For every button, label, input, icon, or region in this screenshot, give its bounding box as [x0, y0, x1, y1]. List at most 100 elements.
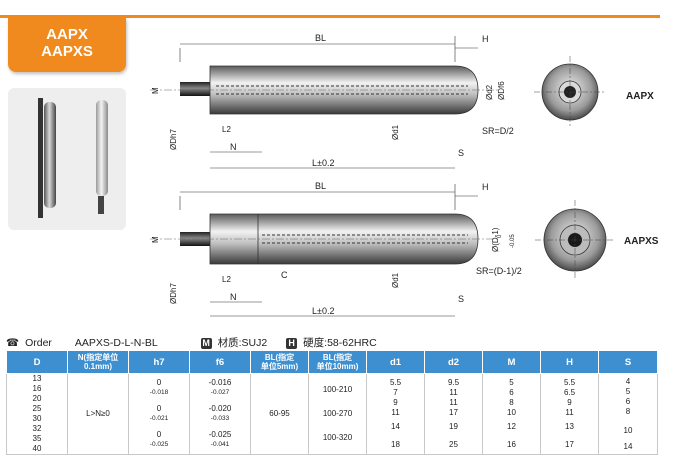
dim-dh7-bottom: ØDh7: [169, 283, 178, 304]
cell-d-40: 40: [32, 444, 42, 453]
cell-d-20: 20: [32, 394, 42, 403]
cell-f6-1-top: -0.016: [208, 378, 232, 387]
phone-icon: ☎: [6, 337, 20, 349]
cell-s: 4 5 6 8 10 14: [598, 373, 658, 455]
product-code-aapx: AAPX: [46, 26, 88, 43]
cell-f6-3-bottom: -0.041: [210, 441, 230, 448]
cell-m-5: 12: [507, 422, 516, 431]
order-code: AAPXS-D-L-N-BL: [74, 337, 158, 349]
material-icon: M: [200, 338, 212, 349]
cell-bl10: 100-210 100-270 100-320: [308, 373, 367, 455]
cell-m-3: 8: [509, 398, 514, 407]
aapx-end-view: AAPX: [534, 56, 654, 128]
view-label-aapxs: AAPXS: [624, 236, 659, 247]
order-label: Order: [25, 337, 52, 349]
cell-d-25: 25: [32, 404, 42, 413]
cell-d1-4: 11: [391, 408, 400, 417]
dim-tol-bottom: -0.05: [510, 234, 516, 248]
dim-l-top: L±0.2: [312, 158, 334, 168]
cell-f6-3-top: -0.025: [208, 430, 232, 439]
cell-s-3: 6: [625, 396, 631, 406]
cell-bl5: 60-95: [250, 373, 309, 455]
dim-l-bottom: L±0.2: [312, 306, 334, 316]
cell-h-1: 5.5: [563, 378, 576, 387]
material-text: 材质:SUJ2: [217, 337, 268, 349]
cell-d2-2: 11: [449, 388, 458, 397]
cell-h7-1-top: 0: [156, 378, 162, 387]
col-header-f6: f6: [189, 350, 251, 374]
dim-d-minus: Ø(D-1): [491, 227, 500, 252]
table-row: 13 16 20 25 30 32 35 40 L>N≥0 0 -0.018 0…: [6, 373, 658, 455]
cell-d2-1: 9.5: [447, 378, 460, 387]
dim-m-top: M: [151, 87, 160, 94]
dim-c: C: [281, 270, 288, 280]
dim-bl-top: BL: [315, 33, 326, 43]
col-header-d: D: [6, 350, 68, 374]
col-header-n-sub: 0.1mm): [83, 362, 112, 371]
dim-s-top: S: [458, 148, 464, 158]
cell-d1-3: 9: [393, 398, 398, 407]
cell-m-4: 10: [507, 408, 516, 417]
view-label-aapx: AAPX: [626, 91, 654, 102]
cell-d-35: 35: [32, 434, 42, 443]
cell-s-2: 5: [625, 386, 631, 396]
col-header-bl10-main: BL(指定: [322, 353, 353, 362]
cell-d1-5: 14: [391, 422, 400, 431]
product-code-aapxs: AAPXS: [41, 43, 93, 60]
product-photo-image: [38, 98, 108, 218]
col-header-bl5-sub: 单位5mm): [260, 362, 299, 371]
dim-l2-bottom: L2: [222, 275, 231, 284]
cell-h-5: 13: [565, 422, 574, 431]
cell-h-4: 11: [565, 408, 574, 417]
cell-d-32: 32: [32, 424, 42, 433]
cell-n-rule: L>N≥0: [67, 373, 129, 455]
cell-s-5: 10: [623, 425, 633, 435]
col-header-s: S: [598, 350, 658, 374]
cell-d-16: 16: [32, 384, 42, 393]
cell-h7-3-bottom: -0.025: [149, 441, 169, 448]
cell-d1-6: 18: [391, 440, 400, 449]
col-header-h: H: [540, 350, 599, 374]
cell-bl10-1: 100-210: [322, 385, 353, 394]
technical-drawing: BL H M Ød2 ØDf6 ØDh7 L2 Ød1 SR=D/2 N L±0…: [150, 33, 659, 317]
product-photo: [8, 88, 126, 230]
cell-d1: 5.5 7 9 11 14 18: [366, 373, 425, 455]
cell-m-2: 6: [509, 388, 514, 397]
dim-sr-top: SR=D/2: [482, 126, 514, 136]
cell-m: 5 6 8 10 12 16: [482, 373, 541, 455]
dim-l2-top: L2: [222, 125, 231, 134]
cell-h7: 0 -0.018 0 -0.021 0 -0.025: [128, 373, 190, 455]
cell-d-13: 13: [32, 374, 42, 383]
col-header-bl5-main: BL(指定: [264, 353, 295, 362]
dim-n-top: N: [230, 142, 237, 152]
cell-d2: 9.5 11 11 17 19 25: [424, 373, 483, 455]
cell-h: 5.5 6.5 9 11 13 17: [540, 373, 599, 455]
header-accent-line: [0, 15, 660, 18]
cell-d1-1: 5.5: [389, 378, 402, 387]
dim-m-bottom: M: [151, 236, 160, 243]
col-header-n-main: N(指定单位: [77, 353, 119, 362]
dim-dh7-top: ØDh7: [169, 129, 178, 150]
aapx-side-view: BL H M Ød2 ØDf6 ØDh7 L2 Ød1 SR=D/2 N L±0…: [150, 33, 514, 169]
dim-tol-top: 0: [497, 234, 503, 238]
cell-m-1: 5: [509, 378, 514, 387]
cell-h-3: 9: [567, 398, 572, 407]
cell-f6-2-bottom: -0.033: [210, 415, 230, 422]
col-header-d2: d2: [424, 350, 483, 374]
aapxs-side-view: BL H M Ø(D-1) 0 -0.05 ØDh7 L2 C Ød1 SR=(…: [150, 181, 522, 317]
col-header-d1: d1: [366, 350, 425, 374]
col-header-bl10-sub: 单位10mm): [316, 362, 359, 371]
cell-h-2: 6.5: [563, 388, 576, 397]
cell-h7-3-top: 0: [156, 430, 162, 439]
cell-h7-1-bottom: -0.018: [149, 389, 169, 396]
cell-s-4: 8: [625, 406, 631, 416]
cell-d-group: 13 16 20 25 30 32 35 40: [6, 373, 68, 455]
dim-d1-bottom: Ød1: [391, 272, 400, 288]
cell-h7-2-bottom: -0.021: [149, 415, 169, 422]
col-header-m: M: [482, 350, 541, 374]
cell-d1-2: 7: [393, 388, 398, 397]
aapxs-end-view: AAPXS: [535, 200, 659, 280]
dim-bl-bottom: BL: [315, 181, 326, 191]
